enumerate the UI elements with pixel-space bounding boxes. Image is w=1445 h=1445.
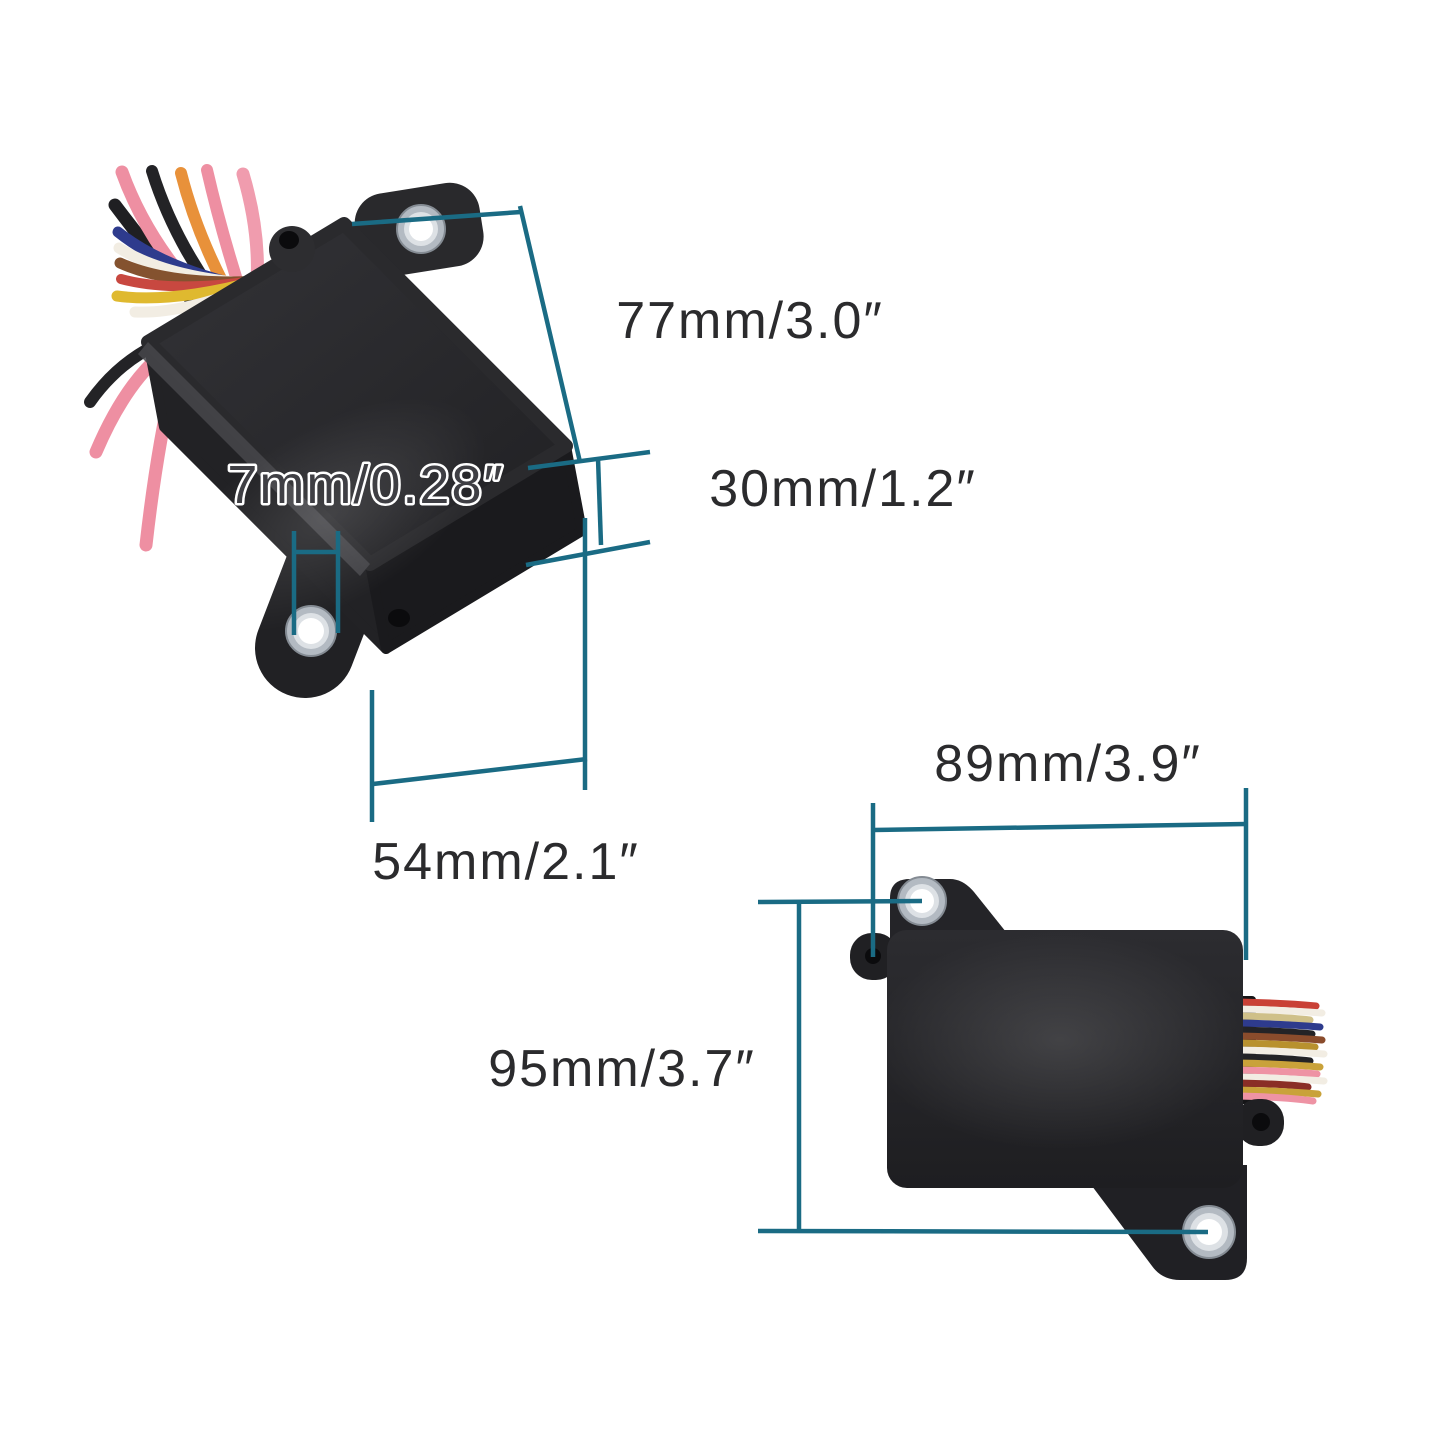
wire-bundle-side <box>1234 998 1328 1105</box>
bushing-top <box>396 204 446 254</box>
module-perspective-view <box>84 164 587 698</box>
lid-sheen <box>173 397 487 633</box>
dimension-label-95mm: 95mm/3.7″ <box>488 1040 756 1098</box>
wire <box>1234 1005 1326 1017</box>
pin-hole <box>279 231 299 249</box>
pin-hole <box>388 609 410 627</box>
wire <box>1234 1032 1326 1044</box>
dimension-label-30mm: 30mm/1.2″ <box>709 460 977 518</box>
dimension-95mm-lines <box>757 898 1209 1235</box>
wire <box>1234 1012 1314 1024</box>
dimension-54mm-lines <box>369 518 588 822</box>
dimension-annotations <box>291 205 1249 1235</box>
wire <box>1234 1066 1321 1078</box>
dimension-label-7mm: 7mm/0.28″ <box>227 455 504 515</box>
dimension-77mm-lines <box>351 205 651 471</box>
dimension-label-77mm: 77mm/3.0″ <box>616 292 884 350</box>
bushing-bottom <box>285 605 337 657</box>
wire <box>1234 1059 1324 1071</box>
wire <box>1234 1046 1328 1058</box>
dimension-label-89mm: 89mm/3.9″ <box>934 735 1202 793</box>
wire <box>1234 1086 1322 1098</box>
wire <box>1234 1079 1312 1091</box>
body-sheen <box>870 930 1250 1150</box>
dimension-89mm-lines <box>870 788 1249 960</box>
pin-hole <box>1252 1113 1270 1131</box>
wire <box>1234 1019 1324 1031</box>
dimension-label-54mm: 54mm/2.1″ <box>372 833 640 891</box>
dimension-7mm-lines <box>291 531 341 635</box>
dimension-30mm-lines <box>525 457 651 568</box>
wire <box>1234 1073 1328 1085</box>
module-side-view <box>850 876 1328 1280</box>
wire <box>1234 998 1320 1010</box>
wire <box>1234 1092 1317 1105</box>
